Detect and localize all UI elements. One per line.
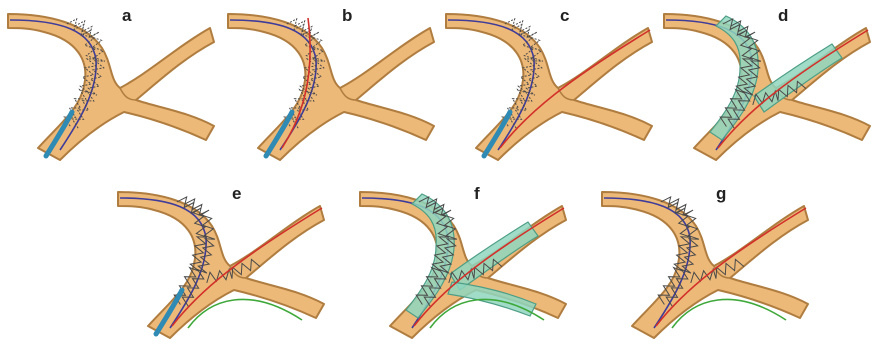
panel-e: e (110, 178, 328, 344)
panel-label-d: d (778, 6, 788, 26)
vessel-illustration-e (110, 178, 328, 344)
panel-a: a (0, 0, 218, 168)
vessel-illustration-b (220, 0, 438, 168)
panel-label-f: f (474, 184, 480, 204)
vessel-illustration-f (352, 178, 570, 344)
panel-c: c (438, 0, 656, 168)
vessel-wall (118, 192, 324, 338)
vessel-illustration-g (594, 178, 812, 344)
vessel-wall (602, 192, 808, 338)
vessel-wall (228, 14, 434, 160)
vessel-illustration-c (438, 0, 656, 168)
vessel-wall (446, 14, 652, 160)
vessel-illustration-a (0, 0, 218, 168)
panel-label-g: g (716, 184, 726, 204)
panel-b: b (220, 0, 438, 168)
vessel-wall (8, 14, 214, 160)
vessel-illustration-d (656, 0, 874, 168)
panel-label-a: a (122, 6, 131, 26)
panel-label-e: e (232, 184, 241, 204)
panel-f: f (352, 178, 570, 344)
panel-d: d (656, 0, 874, 168)
panel-label-c: c (560, 6, 569, 26)
panel-label-b: b (342, 6, 352, 26)
panel-g: g (594, 178, 812, 344)
